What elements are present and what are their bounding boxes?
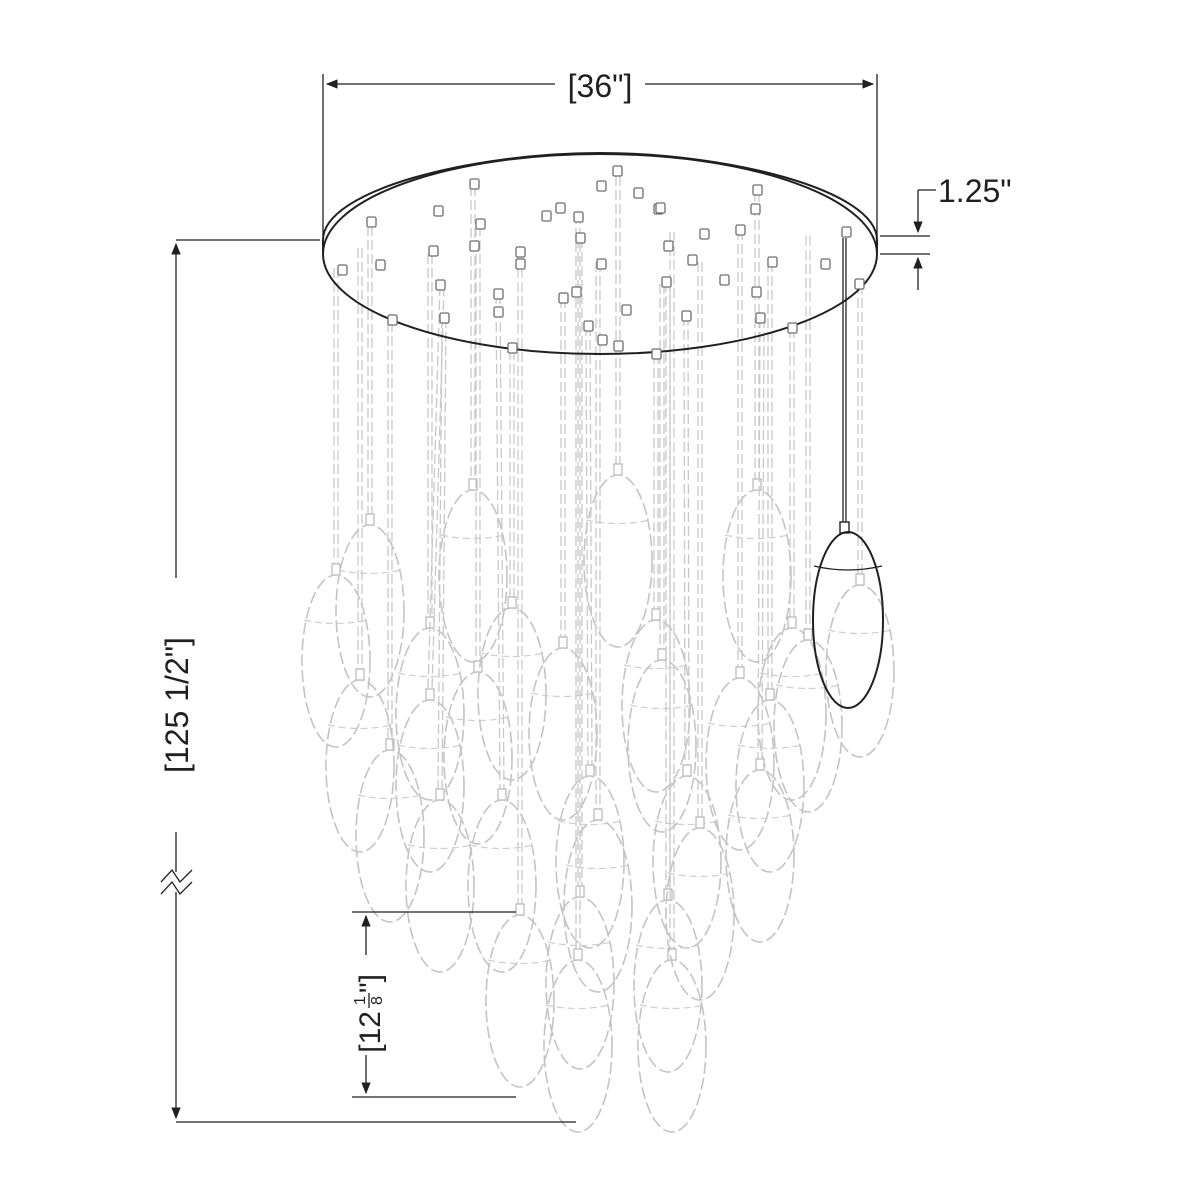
hidden-pendant [773,236,843,813]
canopy-port [735,224,746,236]
canopy-port [655,202,666,214]
canopy-rim [322,151,878,252]
hidden-pendant [395,285,465,873]
canopy-port [752,184,763,196]
front-pendant [812,238,884,709]
canopy-port [663,240,674,252]
canopy-port [699,228,710,240]
hidden-pendant [325,248,395,853]
hidden-pendant [528,298,598,821]
canopy-port [651,348,662,360]
overall-height-label: [125 1/2"] [159,637,195,773]
hidden-pendant [665,262,735,1001]
canopy-port [507,342,518,354]
pendant-height-whole: [12 [354,1011,387,1053]
canopy-diameter-label: [36"] [568,68,633,104]
hidden-pendant [477,350,547,781]
canopy-port [687,254,698,266]
pendant-height-denominator: 8 [369,996,386,1005]
canopy-port [612,165,623,177]
hidden-pendant [725,317,795,943]
pendant-height-dimension: [12 1 8 "] [352,911,516,1098]
front-pendant-band [813,565,883,571]
canopy-port [433,205,444,217]
canopy-port [583,320,594,332]
break-symbol [160,868,193,884]
hidden-pendant [335,226,405,698]
canopy-height-label: 1.25" [938,173,1012,209]
canopy-port [719,274,730,286]
canopy-port [493,306,504,318]
canopy-port [575,232,586,244]
canopy-port [428,245,439,257]
hidden-pendant [405,317,475,973]
canopy-height-dimension: 1.25" [880,173,1012,290]
canopy-port [558,292,569,304]
canopy-port [439,312,450,324]
canopy-port [841,226,852,238]
hidden-pendant [467,293,537,973]
canopy-ports [337,165,865,360]
canopy-port [555,202,566,214]
hidden-pendant [355,322,425,923]
pendant-height-close: "] [354,974,387,993]
hidden-pendant [825,284,895,758]
hidden-pendant [563,262,633,993]
hidden-pendant [395,254,465,801]
hidden-pendant [555,325,625,949]
front-pendant-glass [812,531,884,709]
canopy-port [596,180,607,192]
canopy-port [469,178,480,190]
canopy-port [751,286,762,298]
hidden-pendant [637,232,707,1133]
canopy-port [787,322,798,334]
pendant-height-numerator: 1 [352,996,369,1005]
hidden-pendant [621,354,691,793]
canopy-port [755,312,766,324]
overall-height-dimension: [125 1/2"] [159,239,576,1123]
hidden-pendant [583,176,653,648]
canopy-port [515,258,526,270]
canopy-diameter-dimension: [36"] [322,60,878,236]
canopy-port [515,246,526,258]
canopy-port [475,218,486,230]
canopy-port [573,211,584,223]
canopy-port [541,210,552,222]
hidden-pendant [485,254,555,1088]
canopy-port [633,187,644,199]
canopy-port [375,259,386,271]
canopy [322,151,878,360]
canopy-port [493,288,504,300]
hidden-pendant [438,186,508,663]
canopy-port [435,279,446,291]
canopy-port [571,286,582,298]
hidden-pendant [705,230,775,851]
canopy-port [387,314,398,326]
hidden-pendants [301,176,895,1133]
canopy-port [366,216,377,228]
canopy-port [337,264,348,276]
canopy-port [681,310,692,322]
canopy-port [661,276,672,288]
canopy-port [854,278,865,290]
canopy-port [596,258,607,270]
hidden-pendant [543,214,613,1133]
canopy-port [820,258,831,270]
canopy-port [621,304,632,316]
canopy-bottom [322,153,878,355]
canopy-port [767,256,778,268]
canopy-port [469,240,480,252]
hidden-pendant [722,192,792,663]
canopy-port [750,203,761,215]
hidden-pendant [652,315,722,949]
canopy-port [597,334,608,346]
canopy-port [613,340,624,352]
hidden-pendant [627,284,697,833]
